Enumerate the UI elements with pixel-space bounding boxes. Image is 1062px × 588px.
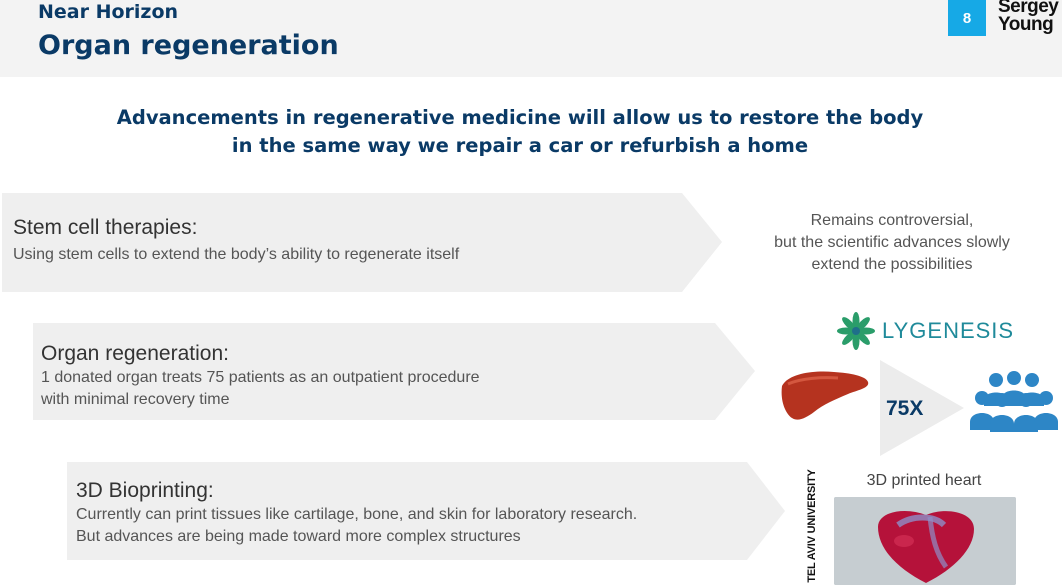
multiplier-text: 75X: [886, 397, 924, 420]
lygenesis-name: LYGENESIS: [882, 318, 1015, 343]
printed-heart-image: [834, 497, 1016, 585]
item-title-organ-regeneration: Organ regeneration:: [41, 342, 229, 365]
item-desc-stem-cell: Using stem cells to extend the body’s ab…: [13, 244, 459, 266]
lygenesis-logo: LYGENESIS: [836, 311, 1014, 351]
arrow-organ-regeneration: Organ regeneration: 1 donated organ trea…: [33, 323, 755, 420]
note-line: Remains controversial,: [810, 212, 974, 229]
arrow-shape: [67, 462, 785, 560]
brand-logo: Sergey Young: [998, 0, 1059, 35]
desc-line: Currently can print tissues like cartila…: [76, 506, 638, 523]
note-line: but the scientific advances slowly: [774, 234, 1010, 251]
arrow-shape: [2, 193, 722, 292]
desc-line: with minimal recovery time: [41, 391, 230, 408]
page-number-badge: 8: [948, 0, 986, 36]
liver-icon: [781, 371, 869, 420]
item-title-stem-cell: Stem cell therapies:: [13, 216, 198, 239]
institution-name: TEL AVIV UNIVERSITY: [806, 469, 818, 583]
stem-cell-note: Remains controversial, but the scientifi…: [740, 210, 1044, 276]
note-line: extend the possibilities: [811, 256, 973, 273]
heart-image-icon: [834, 497, 1016, 585]
lygenesis-star-icon: [837, 312, 875, 350]
item-title-3d-bioprinting: 3D Bioprinting:: [76, 479, 214, 502]
headline-line-2: in the same way we repair a car or refur…: [231, 134, 809, 157]
logo-line-1: Sergey: [998, 0, 1059, 17]
header-band: [0, 0, 1062, 77]
headline: Advancements in regenerative medicine wi…: [0, 104, 1040, 160]
desc-line: 1 donated organ treats 75 patients as an…: [41, 369, 480, 386]
item-desc-organ-regeneration: 1 donated organ treats 75 patients as an…: [41, 367, 480, 411]
headline-line-1: Advancements in regenerative medicine wi…: [116, 106, 924, 129]
arrow-stem-cell: Stem cell therapies: Using stem cells to…: [2, 193, 722, 292]
arrow-shape: [33, 323, 755, 420]
item-desc-3d-bioprinting: Currently can print tissues like cartila…: [76, 504, 637, 548]
desc-line: Using stem cells to extend the body’s ab…: [13, 246, 460, 263]
page-title: Organ regeneration: [38, 30, 339, 61]
desc-line: But advances are being made toward more …: [76, 528, 521, 545]
tel-aviv-university-logo: TEL AVIV UNIVERSITY: [792, 469, 832, 583]
heart-caption: 3D printed heart: [866, 472, 982, 489]
logo-line-2: Young: [998, 14, 1054, 35]
section-kicker: Near Horizon: [38, 1, 179, 23]
arrow-3d-bioprinting: 3D Bioprinting: Currently can print tiss…: [67, 462, 785, 560]
patients-group-icon: [970, 371, 1058, 432]
multiplier-chevron-icon: [880, 360, 964, 456]
